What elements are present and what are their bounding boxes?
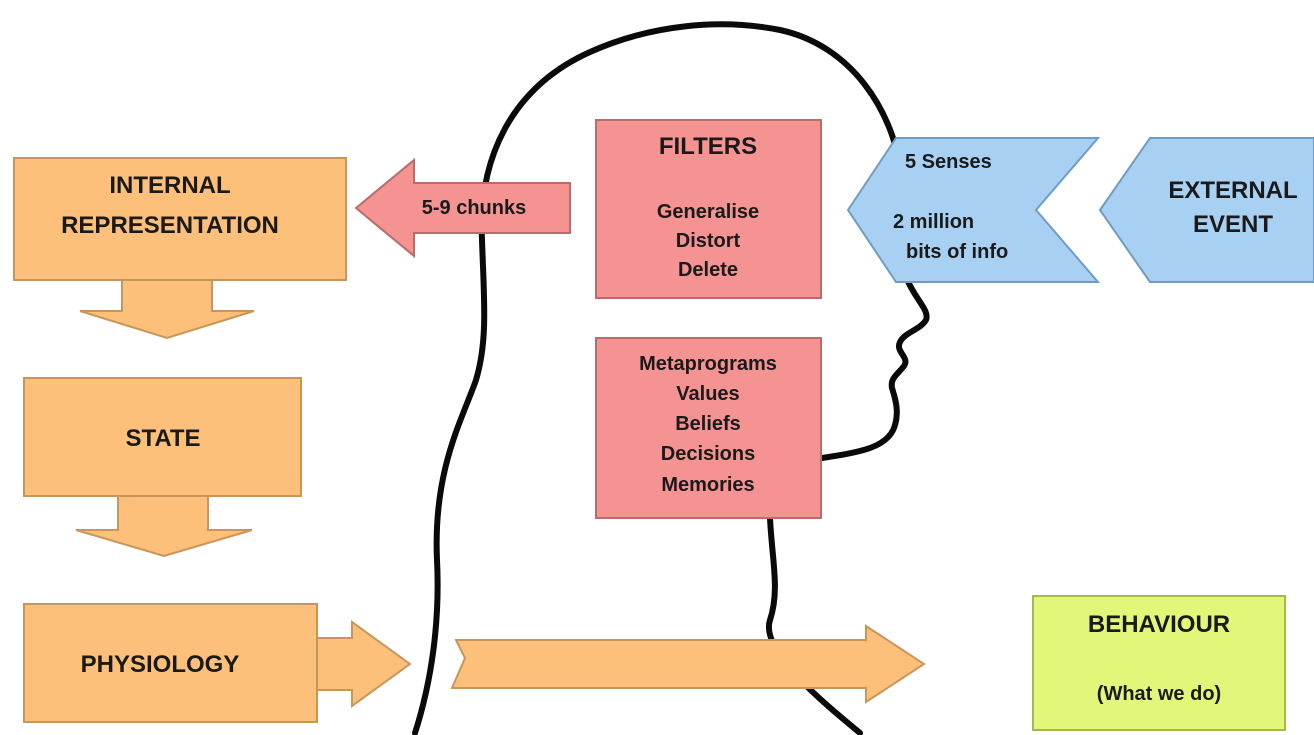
filters-item-generalise: Generalise — [657, 201, 759, 223]
senses-line3: bits of info — [906, 241, 1008, 263]
long-arrow-to-behaviour — [450, 624, 926, 704]
state-label: STATE — [125, 425, 200, 452]
metaprograms-box — [595, 337, 822, 519]
behaviour-title: BEHAVIOUR — [1088, 611, 1230, 638]
down-arrow-representation-to-state — [79, 279, 255, 340]
head-outline — [412, 21, 930, 735]
state-box — [23, 377, 302, 497]
external-event-line2: EVENT — [1193, 211, 1273, 238]
behaviour-box — [1032, 595, 1286, 731]
metaprograms-item-metaprograms: Metaprograms — [639, 353, 777, 375]
internal-representation-line1: INTERNAL — [109, 172, 230, 199]
external-event-line1: EXTERNAL — [1168, 177, 1297, 204]
filters-title: FILTERS — [659, 133, 757, 160]
senses-line1: 5 Senses — [905, 151, 992, 173]
internal-representation-box — [13, 157, 347, 281]
senses-line2: 2 million — [893, 211, 974, 233]
metaprograms-item-values: Values — [676, 383, 739, 405]
external-event-chevron — [1098, 137, 1314, 283]
down-arrow-state-to-physiology — [75, 495, 253, 558]
internal-representation-line2: REPRESENTATION — [61, 212, 279, 239]
physiology-label: PHYSIOLOGY — [81, 651, 240, 678]
senses-chevron — [846, 137, 1101, 283]
filters-item-distort: Distort — [676, 230, 741, 252]
chunks-label: 5-9 chunks — [422, 197, 526, 219]
filters-item-delete: Delete — [678, 259, 738, 281]
filters-box — [595, 119, 822, 299]
physiology-box — [23, 603, 318, 723]
chunks-arrow — [354, 157, 571, 259]
physiology-right-arrow — [316, 620, 412, 708]
metaprograms-item-decisions: Decisions — [661, 443, 755, 465]
metaprograms-item-memories: Memories — [661, 474, 754, 496]
behaviour-subtitle: (What we do) — [1097, 683, 1221, 705]
metaprograms-item-beliefs: Beliefs — [675, 413, 741, 435]
